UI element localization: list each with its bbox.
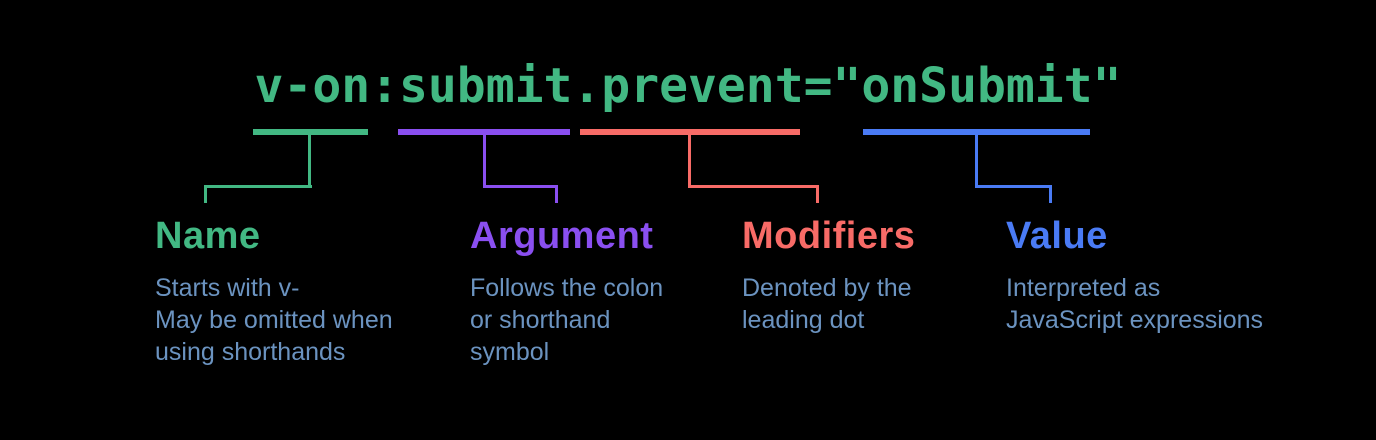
- connector-value-drop: [1049, 185, 1052, 203]
- connector-modifiers-vertical: [688, 135, 691, 188]
- connector-argument-drop: [555, 185, 558, 203]
- annotation-modifiers: Modifiers Denoted by the leading dot: [742, 214, 1062, 336]
- annotation-value-description: Interpreted as JavaScript expressions: [1006, 272, 1326, 336]
- directive-code-text: v-on:submit.prevent="onSubmit": [254, 58, 1122, 114]
- underline-argument: [398, 129, 570, 135]
- underline-value: [863, 129, 1090, 135]
- description-line: or shorthand: [470, 306, 611, 334]
- annotation-name: Name Starts with v- May be omitted when …: [155, 214, 475, 368]
- underline-modifiers: [580, 129, 800, 135]
- annotation-modifiers-label: Modifiers: [742, 215, 916, 257]
- description-line: Follows the colon: [470, 274, 664, 302]
- annotation-modifiers-description: Denoted by the leading dot: [742, 272, 1062, 336]
- description-line: Starts with v-: [155, 274, 300, 302]
- annotation-value-label: Value: [1006, 215, 1108, 257]
- description-line: symbol: [470, 338, 550, 366]
- connector-modifiers-drop: [816, 185, 819, 203]
- connector-argument-vertical: [483, 135, 486, 188]
- underline-name: [253, 129, 368, 135]
- connector-modifiers-horizontal: [688, 185, 819, 188]
- annotation-value: Value Interpreted as JavaScript expressi…: [1006, 214, 1326, 336]
- connector-value-horizontal: [975, 185, 1052, 188]
- description-line: leading dot: [742, 306, 865, 334]
- connector-argument-horizontal: [483, 185, 558, 188]
- description-line: May be omitted when: [155, 306, 393, 334]
- annotation-argument-label: Argument: [470, 215, 654, 257]
- description-line: Interpreted as: [1006, 274, 1161, 302]
- connector-name-drop: [204, 185, 207, 203]
- connector-name-vertical: [308, 135, 311, 188]
- annotation-name-description: Starts with v- May be omitted when using…: [155, 272, 475, 368]
- description-line: JavaScript expressions: [1006, 306, 1264, 334]
- connector-name-horizontal: [204, 185, 312, 188]
- annotation-name-label: Name: [155, 215, 261, 257]
- annotation-argument: Argument Follows the colon or shorthand …: [470, 214, 790, 368]
- connector-value-vertical: [975, 135, 978, 188]
- description-line: using shorthands: [155, 338, 346, 366]
- description-line: Denoted by the: [742, 274, 912, 302]
- annotation-argument-description: Follows the colon or shorthand symbol: [470, 272, 790, 368]
